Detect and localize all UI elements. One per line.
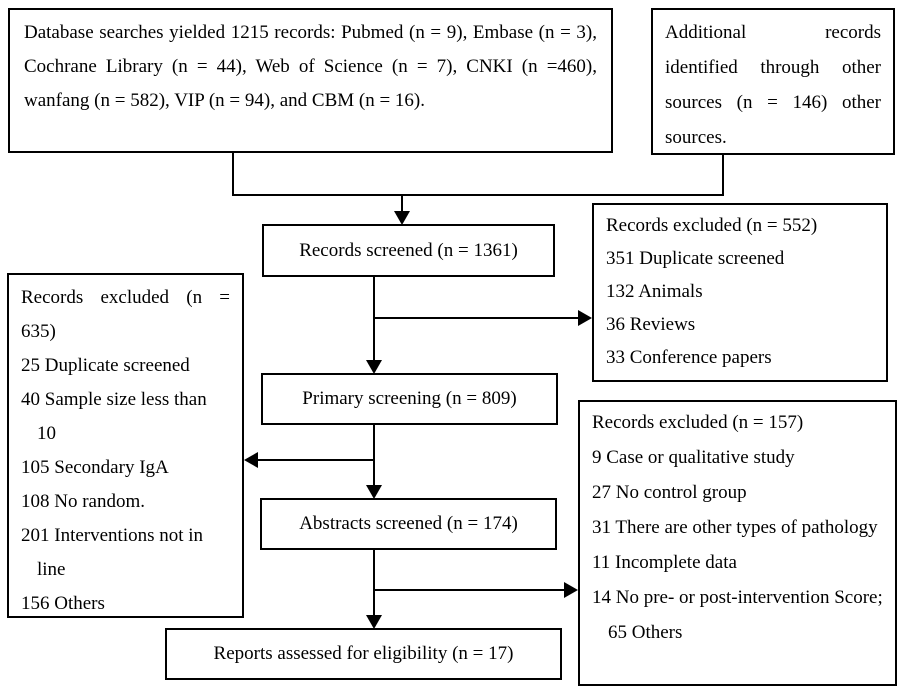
excluded-157-item: 27 No control group (592, 482, 747, 503)
reports-assessed-label: Reports assessed for eligibility (n = 17… (213, 643, 514, 664)
database-searches-box: Database searches yielded 1215 records: … (8, 8, 613, 153)
records-excluded-635-box: Records excluded (n = 635) 25 Duplicate … (7, 273, 244, 618)
connector-screened-to-primary (373, 277, 375, 361)
connector-primary-to-abstracts (373, 425, 375, 486)
excluded-552-item: 36 Reviews (606, 314, 696, 335)
excluded-157-item: 14 No pre- or post-intervention Score; 6… (592, 587, 883, 643)
connector-abstracts-to-reports (373, 550, 375, 617)
connector-branch-to-552 (374, 317, 580, 319)
records-screened-label: Records screened (n = 1361) (299, 239, 518, 261)
excluded-635-item: 108 No random. (21, 491, 146, 512)
arrowhead-to-records-screened (394, 211, 410, 225)
connector-right-drop (722, 154, 724, 196)
additional-records-text: Additional records identified through ot… (665, 22, 881, 148)
connector-branch-to-635 (256, 459, 375, 461)
arrowhead-to-abstracts-screened (366, 485, 382, 499)
connector-merge-horizontal (232, 194, 724, 196)
excluded-552-item: 33 Conference papers (606, 347, 772, 368)
database-searches-text: Database searches yielded 1215 records: … (24, 22, 597, 111)
primary-screening-box: Primary screening (n = 809) (261, 373, 558, 425)
excluded-552-item: 351 Duplicate screened (606, 248, 785, 269)
arrowhead-to-reports-assessed (366, 615, 382, 629)
records-excluded-157-title: Records excluded (n = 157) (592, 412, 804, 433)
records-excluded-157-box: Records excluded (n = 157) 9 Case or qua… (578, 400, 897, 686)
records-screened-box: Records screened (n = 1361) (262, 224, 555, 277)
excluded-552-item: 132 Animals (606, 281, 703, 302)
additional-records-box: Additional records identified through ot… (651, 8, 895, 155)
excluded-635-item: 201 Interventions not in line (21, 525, 204, 580)
excluded-635-item: 156 Others (21, 593, 105, 614)
records-excluded-552-title: Records excluded (n = 552) (606, 215, 818, 236)
arrowhead-to-primary-screening (366, 360, 382, 374)
arrowhead-to-excluded-552 (578, 310, 592, 326)
records-excluded-635-title: Records excluded (n = 635) (21, 287, 230, 342)
reports-assessed-box: Reports assessed for eligibility (n = 17… (165, 628, 562, 680)
excluded-635-item: 40 Sample size less than 10 (21, 389, 207, 444)
excluded-157-item: 11 Incomplete data (592, 552, 737, 573)
connector-branch-to-157 (374, 589, 566, 591)
excluded-635-item: 105 Secondary IgA (21, 457, 169, 478)
arrowhead-to-excluded-157 (564, 582, 578, 598)
records-excluded-552-box: Records excluded (n = 552) 351 Duplicate… (592, 203, 888, 382)
arrowhead-to-excluded-635 (244, 452, 258, 468)
abstracts-screened-label: Abstracts screened (n = 174) (299, 513, 518, 534)
primary-screening-label: Primary screening (n = 809) (302, 388, 517, 409)
connector-left-drop (232, 152, 234, 196)
excluded-157-item: 9 Case or qualitative study (592, 447, 795, 468)
excluded-635-item: 25 Duplicate screened (21, 355, 190, 376)
connector-merge-drop (401, 196, 403, 213)
abstracts-screened-box: Abstracts screened (n = 174) (260, 498, 557, 550)
excluded-157-item: 31 There are other types of pathology (592, 517, 878, 538)
